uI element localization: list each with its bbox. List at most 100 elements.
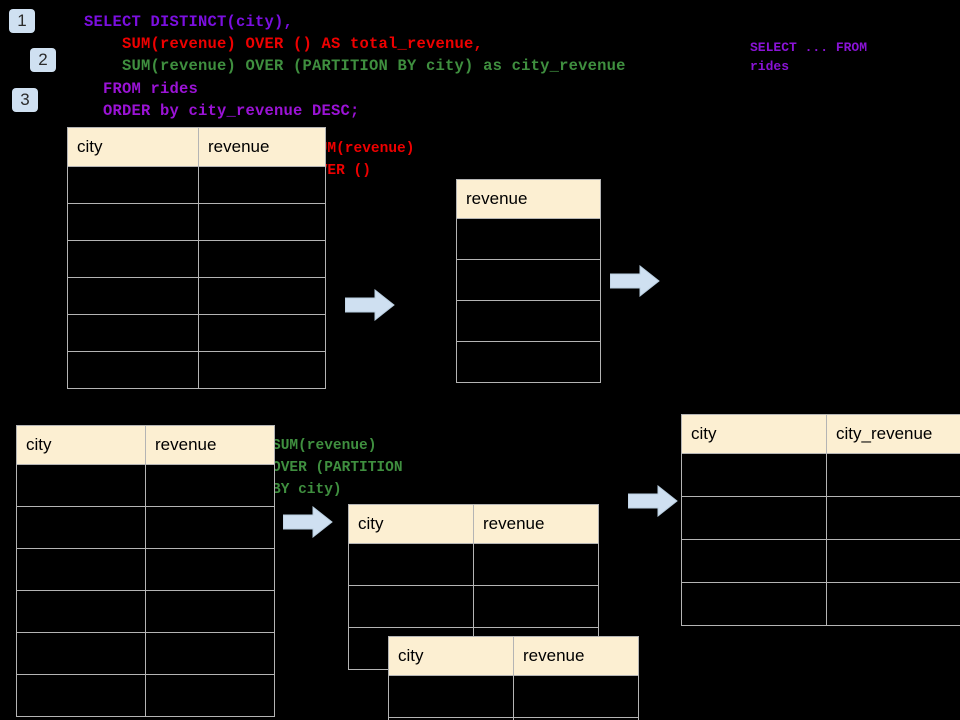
table-header-row: city revenue bbox=[348, 504, 599, 544]
rides-source-table-2: city revenue bbox=[16, 425, 275, 717]
arrow-total-to-right bbox=[609, 264, 660, 302]
table-row bbox=[16, 632, 275, 675]
column-header-city-revenue: city_revenue bbox=[826, 414, 960, 454]
sql-line-total: SUM(revenue) OVER () AS total_revenue, bbox=[84, 35, 484, 53]
table-row bbox=[67, 351, 326, 389]
arrow-source-to-total bbox=[344, 288, 395, 326]
cell-revenue bbox=[145, 548, 275, 591]
cell-revenue bbox=[198, 314, 326, 352]
step-badge-2[interactable]: 2 bbox=[30, 48, 56, 72]
cell-city-revenue bbox=[826, 496, 960, 540]
cell-city bbox=[681, 539, 827, 583]
table-header-row: city city_revenue bbox=[681, 414, 960, 454]
step-badge-3-label: 3 bbox=[20, 90, 30, 109]
rides-source-table: city revenue bbox=[67, 127, 326, 389]
cell-revenue bbox=[198, 166, 326, 204]
table-row bbox=[67, 166, 326, 204]
cell-city bbox=[67, 277, 199, 315]
cell-revenue bbox=[456, 300, 601, 342]
cell-revenue bbox=[456, 218, 601, 260]
table-row bbox=[456, 341, 601, 383]
cell-revenue bbox=[145, 464, 275, 507]
table-header-row: city revenue bbox=[16, 425, 275, 465]
cell-city bbox=[16, 590, 146, 633]
cell-revenue bbox=[513, 675, 639, 718]
side-note-line-2: rides bbox=[750, 59, 790, 74]
table-row bbox=[681, 539, 960, 583]
column-header-revenue: revenue bbox=[456, 179, 601, 219]
cell-city bbox=[16, 674, 146, 717]
column-header-revenue: revenue bbox=[198, 127, 326, 167]
city-revenue-result-table: city city_revenue bbox=[681, 414, 960, 626]
cell-revenue bbox=[456, 341, 601, 383]
cell-revenue bbox=[198, 203, 326, 241]
cell-revenue bbox=[198, 240, 326, 278]
cell-city bbox=[67, 166, 199, 204]
cell-city bbox=[348, 585, 474, 628]
step-badge-3[interactable]: 3 bbox=[12, 88, 38, 112]
cell-city bbox=[67, 314, 199, 352]
table-row bbox=[348, 585, 599, 628]
cell-revenue bbox=[145, 674, 275, 717]
cell-revenue bbox=[145, 506, 275, 549]
table-row bbox=[681, 453, 960, 497]
column-header-city: city bbox=[681, 414, 827, 454]
partition-group-table-back: city revenue bbox=[348, 504, 599, 670]
cell-city bbox=[67, 351, 199, 389]
table-row bbox=[67, 203, 326, 241]
column-header-city: city bbox=[348, 504, 474, 544]
side-note-line-1: SELECT ... FROM bbox=[750, 40, 868, 55]
cell-city bbox=[16, 464, 146, 507]
table-row bbox=[67, 277, 326, 315]
cell-city bbox=[67, 240, 199, 278]
partition-group-table-front: city revenue bbox=[388, 636, 639, 720]
cell-city bbox=[348, 543, 474, 586]
cell-city bbox=[388, 675, 514, 718]
column-header-revenue: revenue bbox=[473, 504, 599, 544]
cell-revenue bbox=[513, 717, 639, 720]
table-header-row: city revenue bbox=[67, 127, 326, 167]
sql-line-order: ORDER by city_revenue DESC; bbox=[84, 102, 360, 120]
table-row bbox=[16, 464, 275, 507]
annotation-city-revenue: SUM(revenue) OVER (PARTITION BY city) bbox=[272, 438, 403, 498]
table-row bbox=[388, 717, 639, 720]
cell-revenue bbox=[456, 259, 601, 301]
cell-revenue bbox=[145, 590, 275, 633]
cell-city bbox=[681, 496, 827, 540]
sql-line-partition: SUM(revenue) OVER (PARTITION BY city) as… bbox=[84, 57, 626, 75]
cell-city bbox=[681, 582, 827, 626]
table-row bbox=[456, 300, 601, 342]
step-badge-1-label: 1 bbox=[17, 11, 27, 30]
cell-revenue bbox=[198, 351, 326, 389]
column-header-revenue: revenue bbox=[513, 636, 639, 676]
table-row bbox=[456, 259, 601, 301]
column-header-city: city bbox=[67, 127, 199, 167]
cell-city bbox=[16, 506, 146, 549]
total-revenue-table: revenue bbox=[456, 179, 601, 383]
column-header-revenue: revenue bbox=[145, 425, 275, 465]
cell-revenue bbox=[145, 632, 275, 675]
column-header-city: city bbox=[388, 636, 514, 676]
arrow-partition-to-result bbox=[627, 484, 678, 522]
cell-city bbox=[67, 203, 199, 241]
cell-revenue bbox=[198, 277, 326, 315]
cell-revenue bbox=[473, 585, 599, 628]
cell-city bbox=[16, 548, 146, 591]
table-header-row: revenue bbox=[456, 179, 601, 219]
arrow-source-to-partition bbox=[282, 505, 333, 543]
table-row bbox=[16, 548, 275, 591]
table-row bbox=[681, 496, 960, 540]
cell-revenue bbox=[473, 543, 599, 586]
column-header-city: city bbox=[16, 425, 146, 465]
cell-city bbox=[681, 453, 827, 497]
step-badge-1[interactable]: 1 bbox=[9, 9, 35, 33]
table-row bbox=[67, 314, 326, 352]
table-row bbox=[16, 506, 275, 549]
cell-city-revenue bbox=[826, 582, 960, 626]
sql-line-select: SELECT DISTINCT(city), bbox=[84, 13, 294, 31]
table-row bbox=[16, 590, 275, 633]
table-header-row: city revenue bbox=[388, 636, 639, 676]
cell-city-revenue bbox=[826, 453, 960, 497]
table-row bbox=[681, 582, 960, 626]
